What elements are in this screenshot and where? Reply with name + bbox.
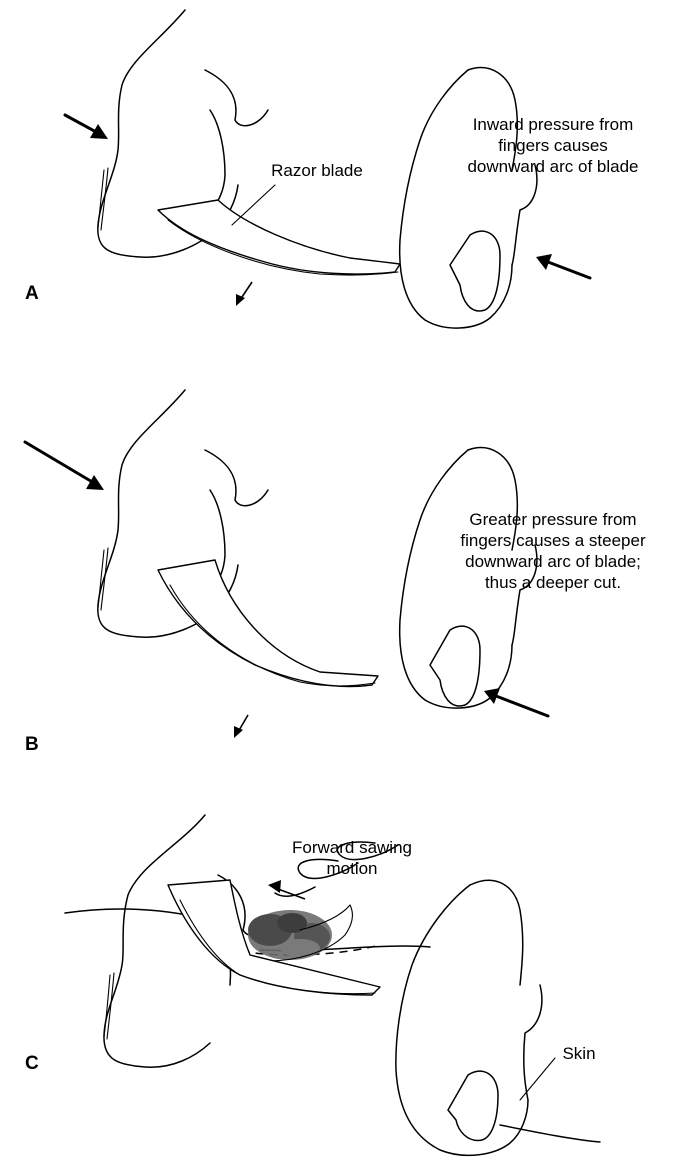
right-thumb-outline bbox=[396, 885, 528, 1155]
skin-label: Skin bbox=[555, 1043, 603, 1064]
skin-surface-line-right bbox=[500, 1125, 600, 1142]
right-pressure-arrow bbox=[548, 262, 590, 278]
razor-blade bbox=[158, 560, 378, 686]
left-fingernail bbox=[98, 548, 108, 610]
right-thumb-outline bbox=[400, 70, 512, 328]
left-fingernail bbox=[104, 973, 114, 1039]
left-fingernail bbox=[98, 168, 108, 230]
right-thumb-back bbox=[470, 880, 523, 985]
panel-letter-b: B bbox=[25, 734, 39, 756]
panel-a-drawing bbox=[0, 0, 674, 390]
panel-letter-a: A bbox=[25, 283, 39, 305]
right-pressure-arrow bbox=[496, 696, 548, 716]
left-finger-outline bbox=[104, 815, 210, 1067]
forward-sawing-caption: Forward sawing motion bbox=[282, 837, 422, 879]
right-thumbnail bbox=[448, 1071, 498, 1140]
right-thumb-joint bbox=[512, 165, 537, 265]
skin-surface-line bbox=[65, 909, 430, 951]
razor-label-leader bbox=[232, 185, 275, 225]
greater-pressure-caption: Greater pressure from fingers causes a s… bbox=[433, 509, 673, 593]
left-pressure-arrow bbox=[65, 115, 98, 133]
left-pressure-arrow bbox=[25, 442, 94, 483]
razor-blade-label: Razor blade bbox=[262, 160, 372, 181]
skin-lesion bbox=[248, 910, 332, 960]
left-finger-crease bbox=[210, 110, 225, 210]
right-thumbnail bbox=[430, 626, 480, 706]
panel-letter-c: C bbox=[25, 1053, 39, 1075]
right-thumb-joint bbox=[524, 985, 542, 1100]
panel-c-drawing bbox=[0, 765, 674, 1165]
right-thumbnail bbox=[450, 231, 500, 311]
inward-pressure-caption: Inward pressure from fingers causes down… bbox=[448, 114, 658, 177]
